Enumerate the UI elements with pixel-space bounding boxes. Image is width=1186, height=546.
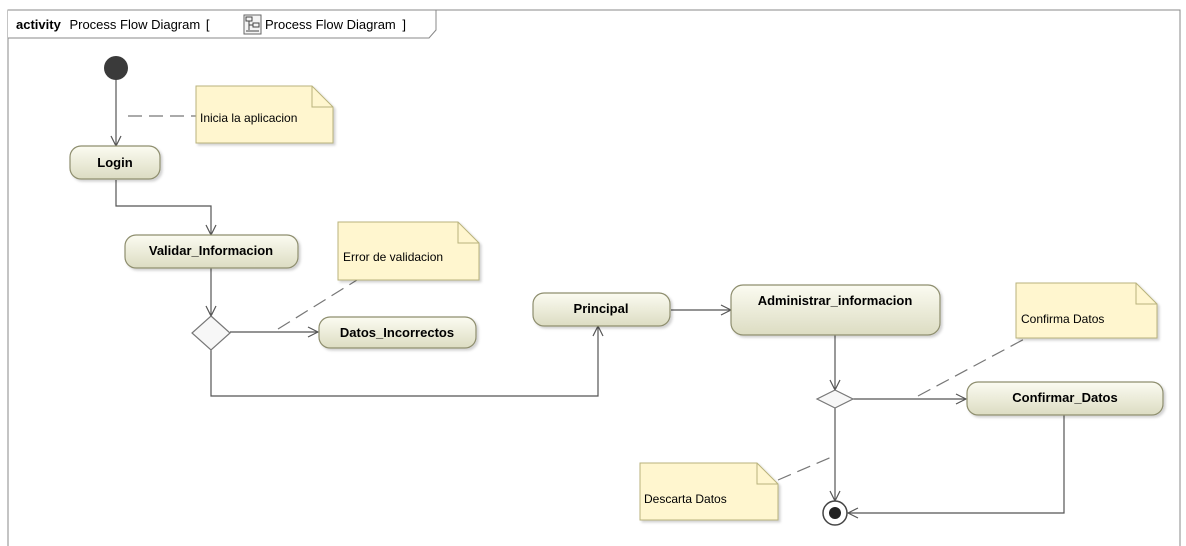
note-confirma-datos[interactable]: Confirma Datos — [1015, 282, 1158, 339]
decision-node-confirmacion[interactable] — [815, 389, 855, 409]
initial-node[interactable] — [104, 56, 128, 80]
note-descarta-datos[interactable]: Descarta Datos — [639, 462, 779, 521]
frame-bracket-open: [ — [206, 17, 210, 32]
action-principal[interactable]: Principal — [532, 292, 671, 327]
action-administrar-label: Administrar_informacion — [758, 293, 913, 308]
control-flows — [115, 78, 1065, 513]
note-descarta-text: Descarta Datos — [644, 492, 727, 506]
svg-text:activity Process Flow Di: activity Process Flow Diagram [ — [16, 17, 210, 32]
frame-ref-name: Process Flow Diagram — [265, 17, 396, 32]
activity-final-node[interactable] — [822, 500, 848, 526]
action-login-label: Login — [97, 155, 132, 170]
note-anchors — [128, 115, 1031, 481]
action-validar-informacion[interactable]: Validar_Informacion — [124, 234, 299, 269]
action-validar-label: Validar_Informacion — [149, 243, 273, 258]
note-inicia-aplicacion[interactable]: Inicia la aplicacion — [195, 85, 334, 144]
anchor-descarta — [777, 455, 835, 481]
decision-node-validacion[interactable] — [191, 315, 231, 351]
action-confirmar-label: Confirmar_Datos — [1012, 390, 1117, 405]
action-principal-label: Principal — [574, 301, 629, 316]
frame-bracket-close: ] — [402, 17, 406, 32]
anchor-confirma — [917, 335, 1031, 397]
frame-tab — [8, 9, 437, 39]
anchor-error — [277, 279, 358, 330]
flow-login-to-validar — [115, 180, 211, 235]
activity-diagram-icon — [243, 14, 262, 35]
frame-keyword: activity — [16, 17, 62, 32]
action-datos-incorrectos[interactable]: Datos_Incorrectos — [318, 316, 477, 349]
note-error-text: Error de validacion — [343, 250, 443, 264]
flow-decision-to-principal — [210, 326, 598, 397]
action-confirmar-datos[interactable]: Confirmar_Datos — [966, 381, 1164, 416]
frame-name: Process Flow Diagram — [69, 17, 200, 32]
note-error-validacion[interactable]: Error de validacion — [337, 221, 480, 281]
action-administrar-informacion[interactable]: Administrar_informacion — [730, 284, 941, 336]
note-confirma-text: Confirma Datos — [1021, 312, 1104, 326]
note-inicia-text: Inicia la aplicacion — [200, 111, 297, 125]
action-datos-incorrectos-label: Datos_Incorrectos — [340, 325, 454, 340]
flow-confirmar-to-final — [848, 415, 1065, 513]
svg-text:Process Flow Diagram ]: Process Flow Diagram ] — [265, 17, 406, 32]
diagram-frame: activity Process Flow Diagram [ Process … — [7, 9, 1181, 546]
action-login[interactable]: Login — [69, 145, 161, 180]
